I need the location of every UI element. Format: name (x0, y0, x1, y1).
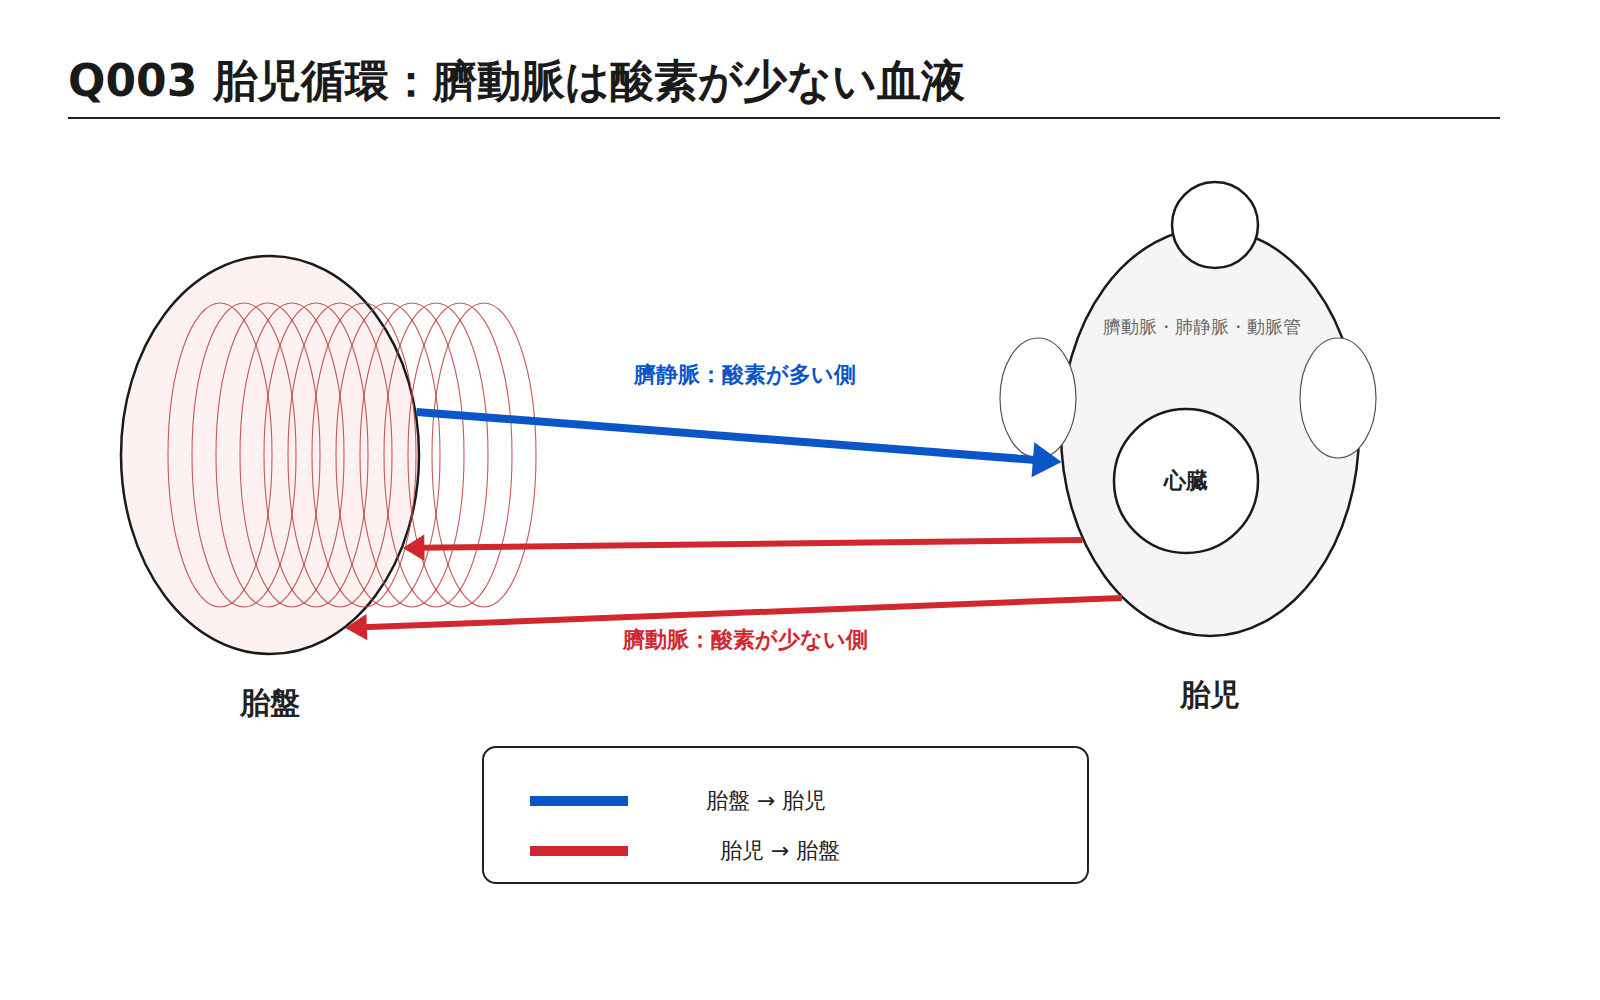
placenta-outline (120, 255, 420, 655)
arrow-line (363, 598, 1122, 627)
villi-ring (336, 303, 440, 607)
title-underline (68, 117, 1500, 119)
legend-row: 胎盤 → 胎児 (484, 786, 1087, 816)
flow-arrow (416, 412, 1061, 477)
arrow-head (345, 614, 367, 640)
villi-ring (384, 303, 488, 607)
villi-ring (216, 303, 320, 607)
arrow-head (1032, 442, 1062, 477)
arrow-line (420, 540, 1082, 548)
villi-ring (288, 303, 392, 607)
placenta-ellipse (121, 256, 419, 654)
fetus-node: 胎児臍動脈・肺静脈・動脈管心臓 (1060, 227, 1360, 637)
legend-box: 胎盤 → 胎児胎児 → 胎盤 (482, 746, 1089, 884)
node-text: 胎児 (1180, 675, 1240, 716)
villi-ring (240, 303, 344, 607)
heart-circle (1114, 409, 1258, 553)
villi-ring (432, 303, 536, 607)
edge-label: 臍静脈：酸素が多い側 (630, 360, 860, 390)
edge-label: 臍動脈：酸素が少ない側 (619, 625, 872, 655)
heart-node: 心臓 (1113, 408, 1259, 554)
villi-ring (360, 303, 464, 607)
arrow-head (403, 535, 425, 561)
legend-swatch (530, 846, 628, 856)
legend-swatch (530, 796, 628, 806)
villi-ring (408, 303, 512, 607)
legend-text: 胎児 → 胎盤 (720, 836, 840, 866)
fetus-head (1172, 182, 1258, 268)
legend-text: 胎盤 → 胎児 (706, 786, 826, 816)
node-text: 臍動脈・肺静脈・動脈管 (1103, 315, 1301, 339)
node-text: 胎盤 (240, 683, 300, 724)
fetus-right-limb (1300, 338, 1376, 458)
placenta-node: 胎盤 (120, 255, 420, 655)
villi-ring (264, 303, 368, 607)
villi-ring (192, 303, 296, 607)
legend-row: 胎児 → 胎盤 (484, 836, 1087, 866)
flow-arrow (403, 535, 1083, 561)
villi-ring (168, 303, 272, 607)
villi-ring (312, 303, 416, 607)
node-text: 心臓 (1164, 466, 1208, 496)
title-text: Q003 胎児循環：臍動脈は酸素が少ない血液 (68, 52, 965, 111)
arrow-line (416, 412, 1038, 460)
fetus-left-limb (1000, 338, 1076, 458)
